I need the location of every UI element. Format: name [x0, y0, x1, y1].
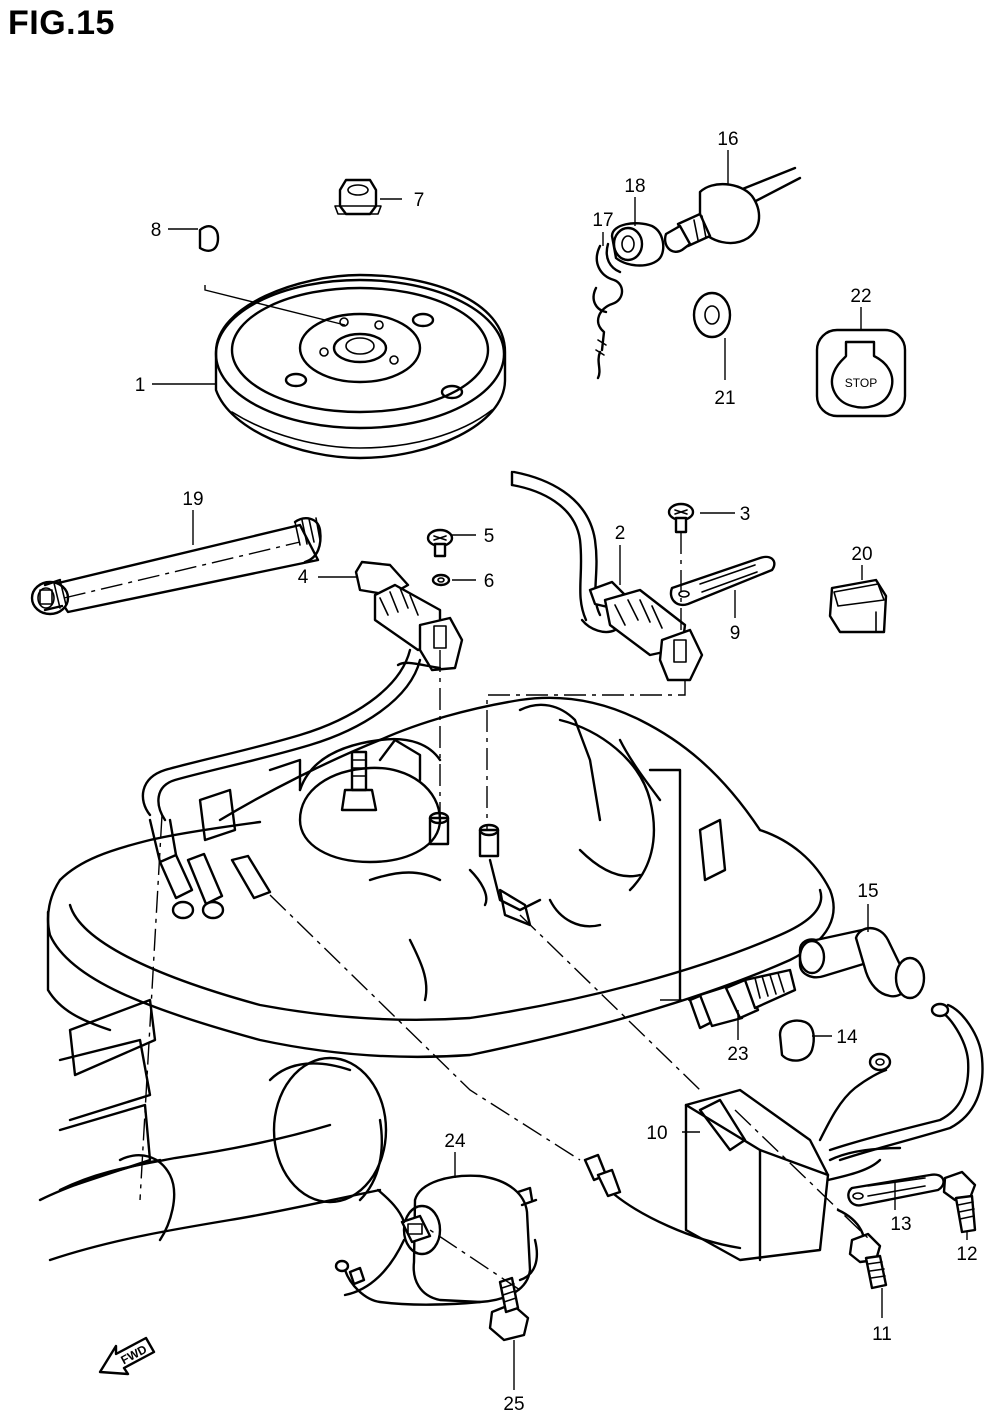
part-11-bolt [848, 1232, 888, 1290]
part-21-washer [692, 291, 732, 339]
callout-13: 13 [890, 1214, 911, 1235]
callout-3: 3 [740, 504, 751, 525]
callout-24: 24 [444, 1131, 466, 1152]
callout-12: 12 [956, 1244, 977, 1265]
callout-14: 14 [836, 1027, 858, 1048]
stop-plate-label: STOP [845, 376, 877, 390]
callout-2: 2 [615, 523, 626, 544]
callout-20: 20 [851, 544, 872, 565]
part-24-rectifier [334, 1174, 539, 1306]
callout-11: 11 [872, 1324, 892, 1345]
callout-10: 10 [646, 1123, 667, 1144]
callout-22: 22 [850, 286, 871, 307]
part-19-shaft [30, 517, 322, 616]
callout-19: 19 [182, 489, 203, 510]
callout-25: 25 [503, 1394, 524, 1415]
figure-title: FIG.15 [8, 4, 115, 42]
fwd-arrow: FWD [98, 1336, 156, 1376]
part-6-washer [431, 573, 451, 587]
part-17-lanyard [592, 242, 624, 380]
callout-15: 15 [857, 881, 878, 902]
callout-9: 9 [730, 623, 741, 644]
callout-17: 17 [592, 210, 613, 231]
part-5-screw [426, 528, 454, 558]
callout-18: 18 [624, 176, 645, 197]
part-7-nut [334, 178, 382, 216]
part-1-flywheel [214, 273, 507, 460]
part-2-ignition-coil [510, 470, 704, 682]
part-4-pickup-coil [141, 560, 464, 822]
callout-1: 1 [135, 375, 146, 396]
part-18-nut [610, 222, 665, 267]
part-20-cap [828, 578, 888, 634]
part-9-bracket [669, 555, 776, 607]
leader-lines [152, 150, 968, 1390]
part-10-cdi-unit [684, 1002, 984, 1262]
callout-6: 6 [484, 571, 495, 592]
callout-8: 8 [151, 220, 162, 241]
part-22-stop-plate [815, 328, 907, 418]
callout-4: 4 [298, 567, 309, 588]
callout-7: 7 [414, 190, 425, 211]
callout-16: 16 [717, 129, 738, 150]
part-8-key [198, 225, 220, 252]
wire-terminals [148, 818, 742, 1250]
part-3-screw [667, 502, 695, 534]
part-13-bracket [847, 1173, 945, 1207]
callout-labels: 1 2 3 4 5 6 7 8 9 10 11 12 13 14 15 16 1… [135, 129, 978, 1415]
part-16-stop-switch [663, 166, 802, 253]
callout-5: 5 [484, 526, 495, 547]
callout-23: 23 [727, 1044, 748, 1065]
assembly-dash-lines [139, 532, 871, 1291]
part-23-spark-plug [688, 968, 797, 1030]
part-14-cap [778, 1019, 815, 1062]
callout-21: 21 [714, 388, 735, 409]
part-12-bolt [942, 1170, 977, 1234]
part-15-plug-cap [798, 926, 926, 1000]
